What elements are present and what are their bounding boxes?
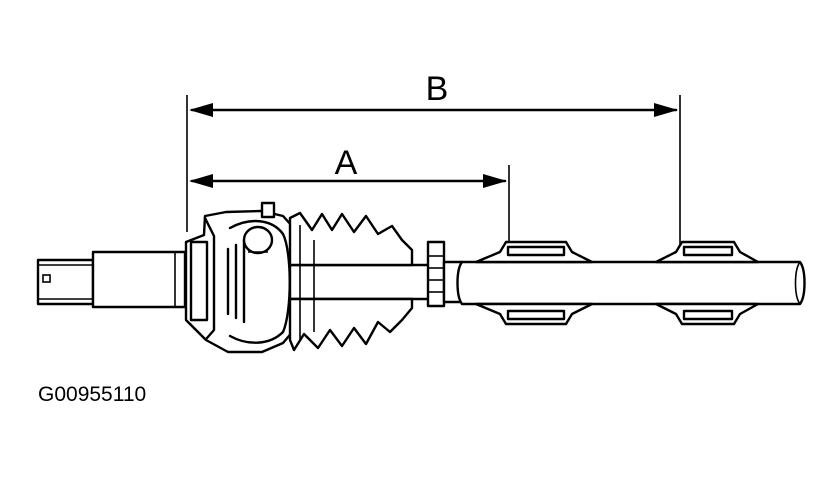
dimension-b-left-arrow xyxy=(189,103,213,117)
extension-lines xyxy=(186,95,681,248)
dimension-b: B xyxy=(189,70,678,117)
dimension-b-label: B xyxy=(426,70,449,108)
dimension-a-label: A xyxy=(335,144,358,182)
dimension-a: A xyxy=(189,144,507,188)
dimension-b-right-arrow xyxy=(654,103,678,117)
stub-shaft xyxy=(36,250,187,309)
dynamic-damper-left xyxy=(474,240,594,326)
cv-boot xyxy=(288,211,414,352)
dynamic-damper-right xyxy=(654,240,760,326)
figure-id: G00955110 xyxy=(38,383,146,406)
main-shaft xyxy=(456,260,806,306)
dimension-a-left-arrow xyxy=(189,174,213,188)
dimension-a-right-arrow xyxy=(483,174,507,188)
cv-joint-housing xyxy=(184,201,296,354)
axle-shaft xyxy=(288,263,442,301)
stub-shaft-hole xyxy=(42,274,51,283)
